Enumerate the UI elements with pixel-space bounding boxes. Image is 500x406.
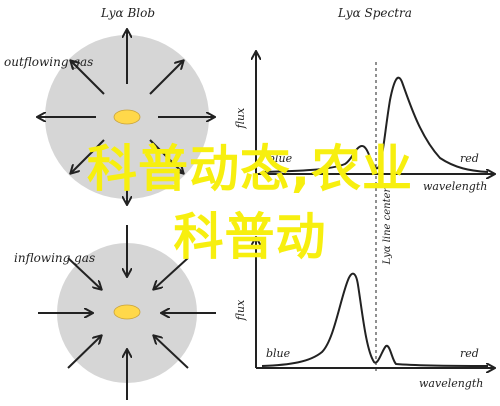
out-arrow-lr <box>149 139 183 173</box>
spectra-title: Lyα Spectra <box>337 6 412 20</box>
bottom-blue-label: blue <box>266 347 291 360</box>
inflow-core <box>113 304 141 320</box>
inflow-arrows <box>38 225 216 400</box>
outflow-label: outflowing gas <box>4 55 93 69</box>
bottom-wavelength-label: wavelength <box>419 377 483 390</box>
blob-title: Lyα Blob <box>100 6 155 20</box>
top-flux-label: flux <box>234 107 247 129</box>
in-arrow-ul <box>67 257 101 289</box>
top-blue-label: blue <box>268 152 293 165</box>
top-red-label: red <box>460 152 479 165</box>
outflow-core <box>113 109 141 125</box>
out-arrow-ll <box>71 139 105 173</box>
out-arrow-ul <box>71 61 105 95</box>
in-arrow-lr <box>154 336 189 369</box>
bottom-flux-label: flux <box>234 299 247 321</box>
out-arrow-ur <box>149 61 183 95</box>
overlay-text-line2: 科普动 <box>173 208 327 266</box>
outflow-arrows <box>38 30 214 204</box>
overlay-text-line1: 科普动态,农业 <box>87 140 413 198</box>
top-wavelength-label: wavelength <box>423 180 487 193</box>
line-center-label: Lyα line center <box>382 186 393 265</box>
bottom-spectrum-curve <box>261 272 489 367</box>
top-spectrum-curve <box>261 76 489 173</box>
inflow-label: inflowing gas <box>14 251 95 265</box>
bottom-red-label: red <box>460 347 479 360</box>
in-arrow-ll <box>67 336 101 369</box>
in-arrow-ur <box>154 257 189 289</box>
